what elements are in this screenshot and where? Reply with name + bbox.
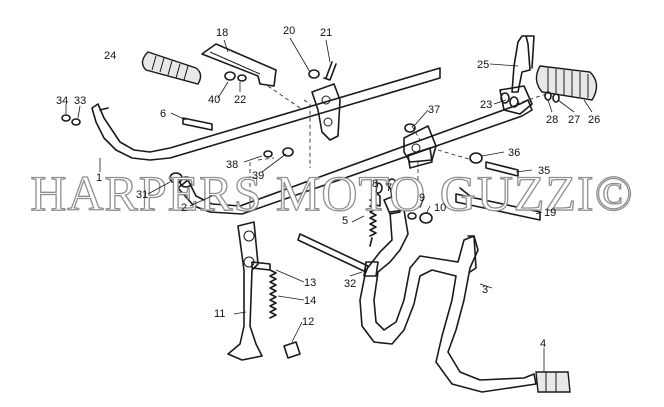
- callout-12: 12: [302, 316, 314, 328]
- callout-21: 21: [320, 27, 332, 39]
- callout-2: 2: [181, 202, 187, 214]
- center-stand-3: [359, 209, 537, 393]
- callout-26: 26: [588, 114, 600, 126]
- callout-36: 36: [508, 147, 520, 159]
- right-footpeg-bracket: [499, 85, 533, 115]
- callout-35: 35: [538, 165, 550, 177]
- left-footpeg-grip-24: [141, 51, 202, 85]
- watermark-text: HARPERS MOTO GUZZI©: [30, 165, 633, 221]
- callout-6: 6: [160, 108, 166, 120]
- callout-38: 38: [226, 159, 238, 171]
- callout-18: 18: [216, 27, 228, 39]
- footrest-bar-left-1: [91, 67, 441, 161]
- center-mount-bracket: [311, 83, 341, 141]
- callout-32: 32: [344, 278, 356, 290]
- callout-19: 19: [544, 207, 556, 219]
- callout-7: 7: [386, 182, 392, 194]
- side-stand-bolt-13: [251, 261, 271, 271]
- callout-5: 5: [342, 215, 348, 227]
- side-stand-11: [227, 221, 263, 361]
- pivot-bracket-37: [403, 125, 437, 163]
- callout-9: 9: [419, 192, 425, 204]
- footpeg-mount-18: [201, 43, 277, 87]
- callout-37: 37: [428, 104, 440, 116]
- callout-24: 24: [104, 50, 116, 62]
- callout-33: 33: [74, 95, 86, 107]
- callout-20: 20: [283, 25, 295, 37]
- rubber-foot-12: [283, 341, 301, 359]
- callout-28: 28: [546, 114, 558, 126]
- callout-22: 22: [234, 94, 246, 106]
- footrest-bar-right-2: [177, 99, 533, 215]
- callout-13: 13: [304, 277, 316, 289]
- hardware-washers-nuts: [61, 61, 560, 224]
- callout-31: 31: [136, 189, 148, 201]
- right-footpeg-bracket-25: [511, 35, 535, 93]
- pedal-rubber-4: [535, 371, 571, 393]
- callout-1: 1: [96, 172, 102, 184]
- callout-25: 25: [477, 59, 489, 71]
- callout-27: 27: [568, 114, 580, 126]
- leader-lines: [65, 37, 593, 372]
- callout-10: 10: [434, 202, 446, 214]
- callout-14: 14: [304, 295, 316, 307]
- callout-3: 3: [482, 284, 488, 296]
- callout-23: 23: [480, 99, 492, 111]
- small-parts-7-10: [371, 189, 401, 215]
- callout-11: 11: [214, 308, 225, 320]
- callout-39: 39: [252, 170, 264, 182]
- spring-5: [369, 199, 377, 247]
- callout-labels: 1 2 3 4 5 6 7 8 9 10 11 12 13 14 18 19 2…: [56, 25, 600, 350]
- callout-4: 4: [540, 338, 546, 350]
- callout-40: 40: [208, 94, 220, 106]
- right-footpeg-grip-26: [535, 65, 598, 101]
- spring-14: [269, 269, 277, 319]
- assembly-lines: [249, 85, 547, 212]
- callout-34: 34: [56, 95, 68, 107]
- callout-8: 8: [372, 178, 378, 190]
- strap-19: [455, 187, 541, 221]
